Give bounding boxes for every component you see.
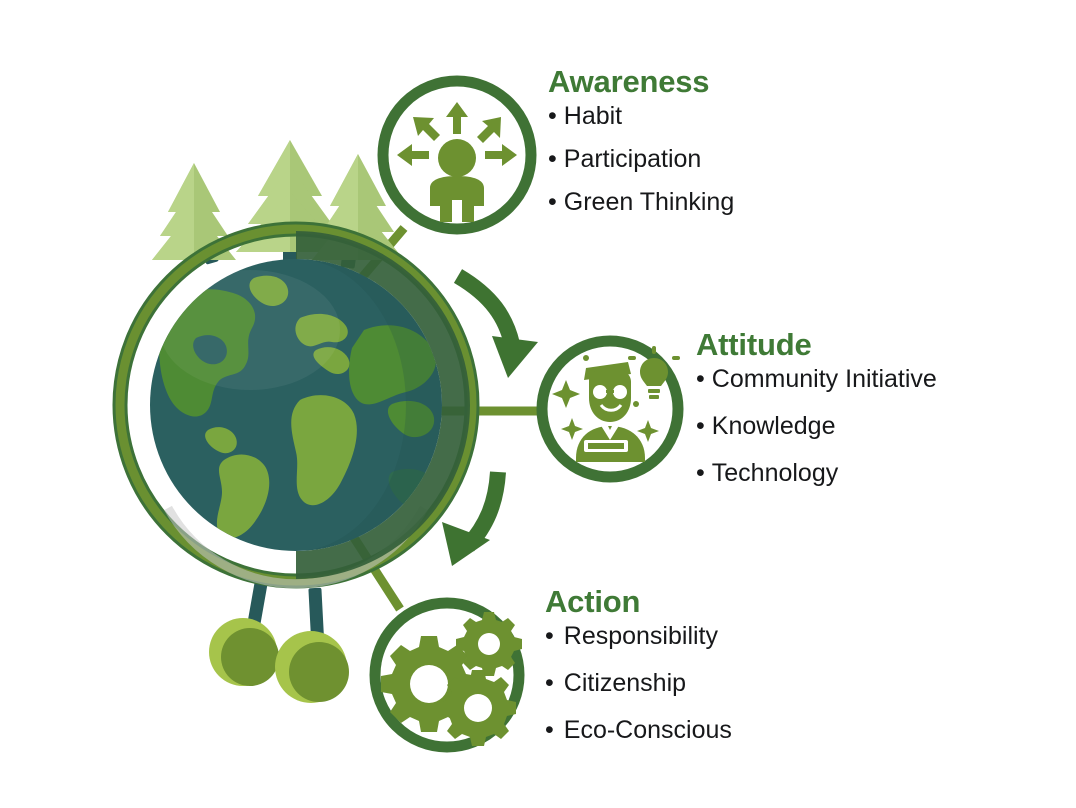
- bullet-marker-icon: •: [545, 716, 554, 744]
- flow-arrows: [442, 269, 538, 566]
- flow-arrow-awareness-to-attitude: [453, 269, 538, 378]
- attitude-circle-ring: [536, 335, 684, 483]
- round-bush-group: [209, 577, 349, 703]
- list-item: • Eco-Conscious: [545, 718, 732, 743]
- list-item-label: Responsibility: [563, 622, 719, 650]
- round-bush: [275, 631, 349, 703]
- action-title: Action: [545, 584, 641, 619]
- list-item: • Green Thinking: [548, 190, 734, 215]
- action-circle-ring: [369, 597, 525, 753]
- list-item: • Habit: [548, 104, 734, 129]
- list-item: • Knowledge: [696, 414, 937, 439]
- list-item: • Responsibility: [545, 624, 732, 649]
- bullet-marker-icon: •: [548, 188, 557, 216]
- node-circle-action[interactable]: [369, 597, 525, 753]
- text-block-action: Action • Responsibility • Citizenship • …: [545, 584, 732, 765]
- node-circle-attitude[interactable]: [536, 335, 684, 483]
- person-with-radiating-arrows-icon: [397, 102, 517, 222]
- globe-continents: [159, 275, 439, 539]
- gears-icon: [381, 612, 522, 746]
- node-circle-awareness[interactable]: [377, 75, 537, 235]
- bullet-marker-icon: •: [696, 365, 705, 393]
- awareness-circle-ring: [377, 75, 537, 235]
- bullet-marker-icon: •: [696, 459, 705, 487]
- student-with-lightbulb-icon: [552, 346, 680, 462]
- bullet-marker-icon: •: [548, 102, 557, 130]
- list-item-label: Eco-Conscious: [563, 716, 732, 744]
- attitude-bullet-list: • Community Initiative • Knowledge • Tec…: [696, 367, 937, 486]
- bullet-marker-icon: •: [545, 669, 554, 697]
- bullet-marker-icon: •: [545, 622, 554, 650]
- text-block-attitude: Attitude • Community Initiative • Knowle…: [696, 327, 937, 508]
- text-block-awareness: Awareness • Habit • Participation • Gree…: [548, 64, 734, 233]
- list-item: • Participation: [548, 147, 734, 172]
- bullet-marker-icon: •: [696, 412, 705, 440]
- attitude-title: Attitude: [696, 327, 812, 362]
- list-item-label: Habit: [563, 102, 623, 130]
- list-item-label: Citizenship: [563, 669, 687, 697]
- list-item: • Citizenship: [545, 671, 732, 696]
- list-item: • Community Initiative: [696, 367, 937, 392]
- list-item-label: Community Initiative: [711, 365, 937, 393]
- list-item: • Technology: [696, 461, 937, 486]
- action-bullet-list: • Responsibility • Citizenship • Eco-Con…: [545, 624, 732, 743]
- list-item-label: Technology: [711, 459, 839, 487]
- round-bush: [209, 618, 279, 686]
- awareness-bullet-list: • Habit • Participation • Green Thinking: [548, 104, 734, 215]
- list-item-label: Knowledge: [711, 412, 836, 440]
- list-item-label: Participation: [563, 145, 702, 173]
- awareness-title: Awareness: [548, 64, 710, 99]
- list-item-label: Green Thinking: [563, 188, 735, 216]
- globe-right-overlay-arc: [296, 231, 470, 579]
- flow-arrow-attitude-to-action: [442, 471, 506, 566]
- bullet-marker-icon: •: [548, 145, 557, 173]
